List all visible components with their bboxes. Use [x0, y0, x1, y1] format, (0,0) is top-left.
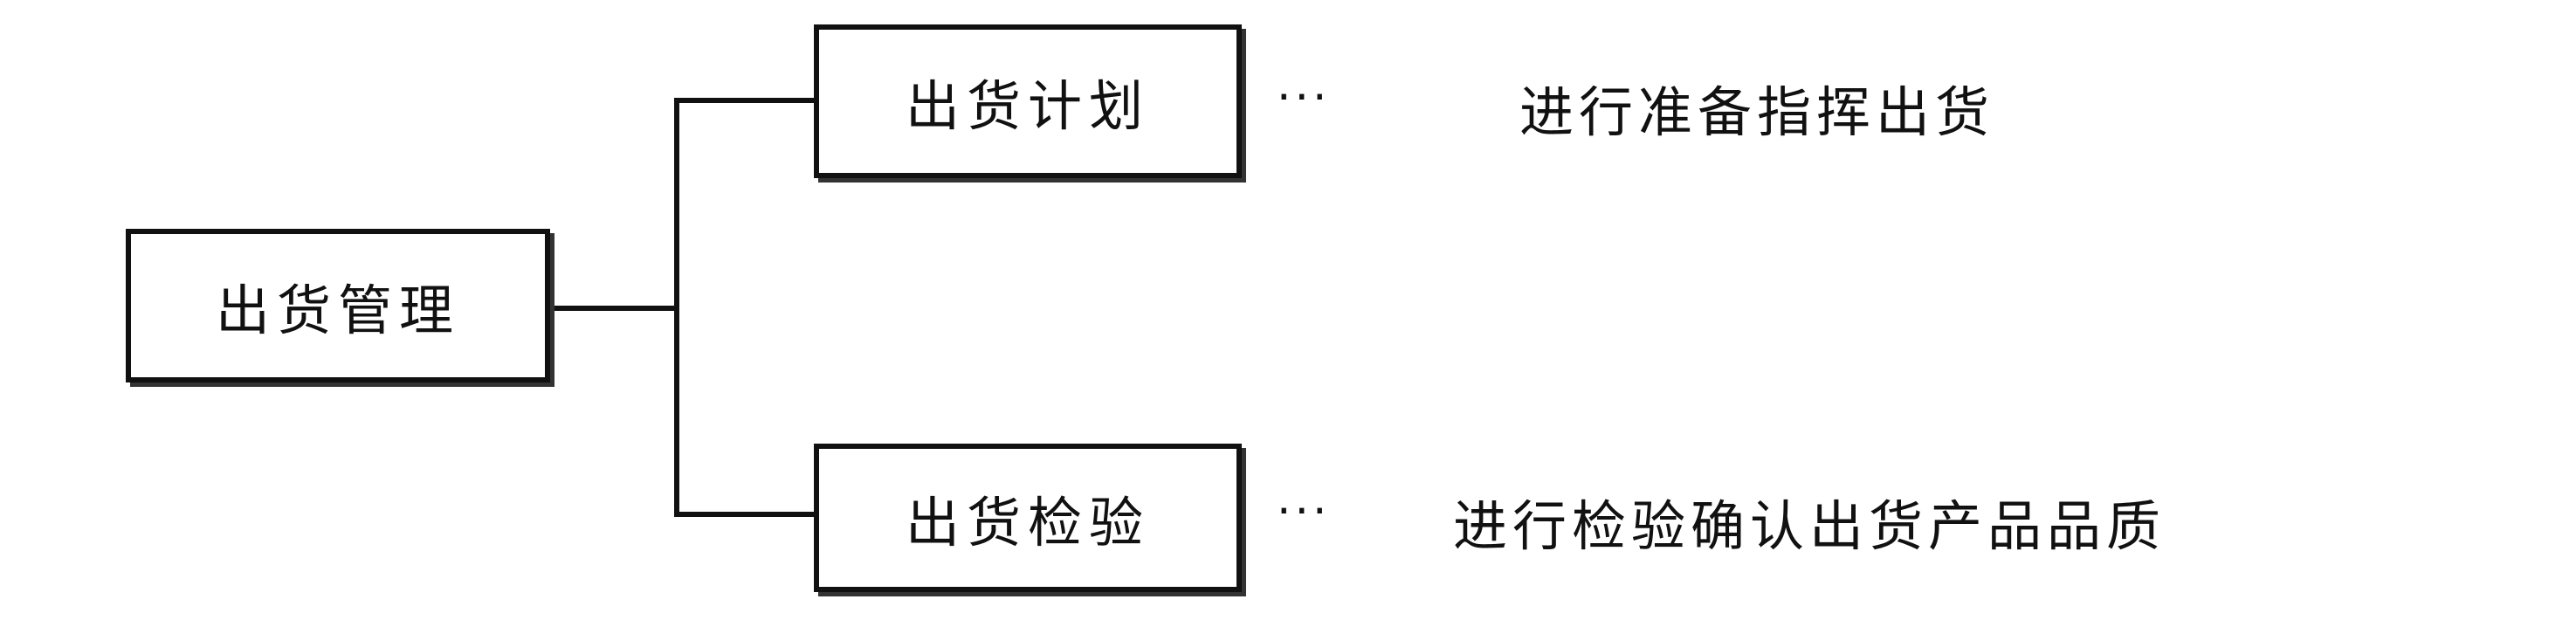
- child-description: 进行准备指挥出货: [1519, 80, 1995, 144]
- child-node-label: 出货检验: [905, 491, 1150, 555]
- ellipsis-marker: ···: [1277, 486, 1331, 538]
- connector-branch-top: [674, 98, 817, 103]
- ellipsis-marker: ···: [1277, 72, 1331, 124]
- child-node-shipping-inspection: 出货检验: [814, 444, 1242, 592]
- child-node-label: 出货计划: [905, 74, 1150, 138]
- child-description: 进行检验确认出货产品品质: [1453, 494, 2166, 558]
- root-node-label: 出货管理: [215, 279, 460, 342]
- connector-trunk-vertical: [674, 98, 679, 517]
- root-node: 出货管理: [126, 229, 550, 382]
- connector-root-horizontal: [548, 306, 679, 311]
- child-node-shipping-plan: 出货计划: [814, 24, 1242, 178]
- connector-branch-bottom: [674, 512, 817, 517]
